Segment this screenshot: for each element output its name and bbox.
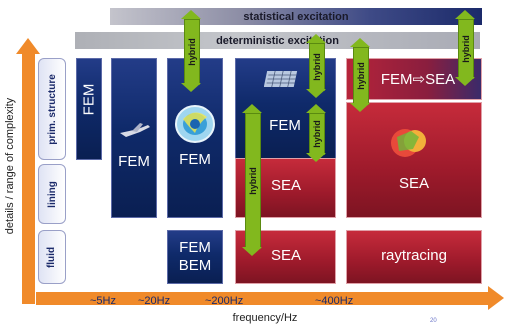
x-tick-400hz: ~400Hz (315, 295, 354, 307)
hybrid-label-1: hybrid (187, 38, 198, 66)
aircraft-icon (120, 123, 150, 137)
row-label-fluid: fluid (38, 230, 66, 284)
hybrid-label-6: hybrid (461, 35, 472, 63)
hybrid-arrow-1: hybrid (181, 10, 201, 92)
x-tick-5hz: ~5Hz (90, 295, 116, 307)
fem-bem-label: FEM BEM (178, 239, 212, 274)
x-axis-arrow (36, 292, 488, 305)
panel-mesh-icon (264, 71, 298, 87)
x-axis-arrowhead (488, 286, 504, 310)
hybrid-arrow-1-head-up (181, 10, 201, 19)
sea-label-lining-mid: SEA (270, 177, 301, 194)
fem-label-mid: FEM (269, 117, 301, 134)
hybrid-arrow-5: hybrid (350, 38, 370, 112)
fem-bem-box: FEM BEM (167, 230, 223, 284)
y-axis-arrow (22, 50, 35, 304)
fem-label-20hz: FEM (118, 153, 150, 170)
hybrid-label-4: hybrid (248, 167, 259, 195)
x-axis-label: frequency/Hz (232, 312, 298, 324)
fem-box-5hz: FEM (76, 58, 102, 160)
hybrid-arrow-1-head-down (181, 83, 201, 92)
sea-label-fluid-mid: SEA (270, 247, 301, 264)
x-tick-20hz: ~20Hz (138, 295, 171, 307)
hybrid-arrow-4: hybrid (242, 104, 262, 256)
sea-box-right: SEA (346, 102, 482, 218)
y-axis-label: details / range of complexity (4, 97, 16, 235)
raytracing-label: raytracing (381, 247, 447, 264)
fem-sea-label: FEM⇨SEA (380, 71, 456, 88)
sea-model-icon (391, 129, 426, 157)
hybrid-label-5: hybrid (356, 62, 367, 90)
sea-box-fluid-mid: SEA (235, 230, 336, 284)
statistical-excitation-bar: statistical excitation (110, 8, 482, 25)
row-label-lining: lining (38, 164, 66, 224)
fuselage-mode-icon (175, 105, 215, 143)
x-tick-200hz: ~200Hz (205, 295, 244, 307)
hybrid-label-3: hybrid (312, 120, 323, 148)
row-label-prim-structure: prim. structure (38, 58, 66, 160)
page-number: 20 (430, 318, 437, 324)
fem-label-200hz: FEM (179, 151, 211, 168)
fem-box-20hz: FEM (111, 58, 157, 218)
raytracing-box: raytracing (346, 230, 482, 284)
statistical-excitation-label: statistical excitation (243, 10, 349, 23)
hybrid-arrow-6: hybrid (455, 10, 475, 86)
hybrid-arrow-3: hybrid (306, 104, 326, 162)
hybrid-label-2: hybrid (312, 53, 323, 81)
fem-label-5hz: FEM (80, 83, 98, 116)
hybrid-arrow-2: hybrid (306, 34, 326, 98)
sea-label-right: SEA (398, 175, 429, 192)
deterministic-excitation-bar: deterministic excitation (75, 32, 480, 49)
